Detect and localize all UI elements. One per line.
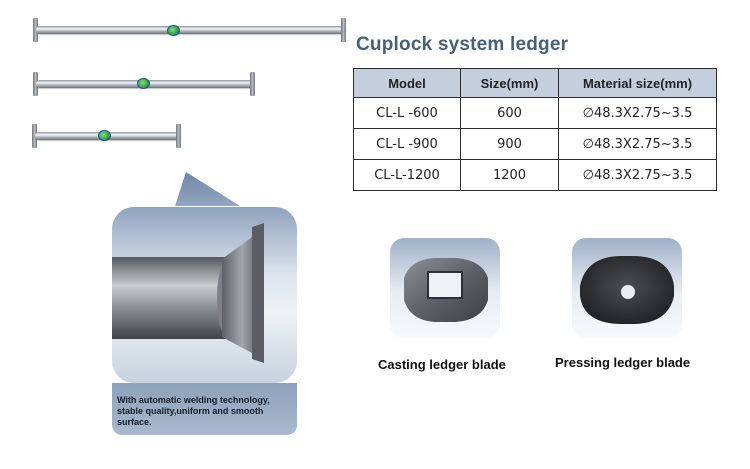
casting-blade-photo [390, 238, 500, 338]
ledger-blade-left [33, 72, 38, 96]
weld-closeup-photo [112, 207, 297, 383]
green-marker-icon [98, 130, 111, 141]
cell-model: CL-L -600 [353, 97, 461, 129]
cell-model: CL-L -900 [353, 128, 461, 160]
ledger-blade-left [32, 124, 37, 148]
caption-panel [112, 383, 297, 435]
pressing-blade-illustration [580, 256, 674, 324]
ledger-blade-right [176, 124, 181, 148]
pressing-blade-photo [572, 238, 682, 338]
callout-pointer [175, 172, 240, 206]
spec-table: Model Size(mm) Material size(mm) CL-L -6… [353, 68, 717, 191]
column-header-material: Material size(mm) [558, 68, 717, 98]
green-marker-icon [137, 78, 150, 89]
cell-size: 600 [460, 97, 559, 129]
table-row: CL-L -600 600 ∅48.3X2.75~3.5 [353, 97, 717, 129]
green-marker-icon [167, 25, 180, 36]
cell-material: ∅48.3X2.75~3.5 [558, 97, 717, 129]
ledger-blade-right [250, 72, 255, 96]
column-header-model: Model [353, 68, 461, 98]
cell-size: 900 [460, 128, 559, 160]
table-row: CL-L -900 900 ∅48.3X2.75~3.5 [353, 128, 717, 160]
cell-material: ∅48.3X2.75~3.5 [558, 128, 717, 160]
ledger-blade-left [33, 18, 38, 42]
casting-blade-label: Casting ledger blade [378, 357, 506, 372]
weld-caption: With automatic welding technology, stabl… [117, 395, 270, 427]
table-row: CL-L-1200 1200 ∅48.3X2.75~3.5 [353, 159, 717, 191]
ledger-tube [36, 26, 346, 34]
cell-material: ∅48.3X2.75~3.5 [558, 159, 717, 191]
pressing-blade-label: Pressing ledger blade [555, 355, 691, 370]
casting-blade-illustration [404, 258, 488, 322]
table-header-row: Model Size(mm) Material size(mm) [353, 68, 717, 98]
ledger-blade-right [341, 18, 346, 42]
cell-model: CL-L-1200 [353, 159, 461, 191]
cell-size: 1200 [460, 159, 559, 191]
column-header-size: Size(mm) [460, 68, 559, 98]
welded-tube-illustration [112, 223, 264, 363]
page-title: Cuplock system ledger [356, 34, 569, 55]
